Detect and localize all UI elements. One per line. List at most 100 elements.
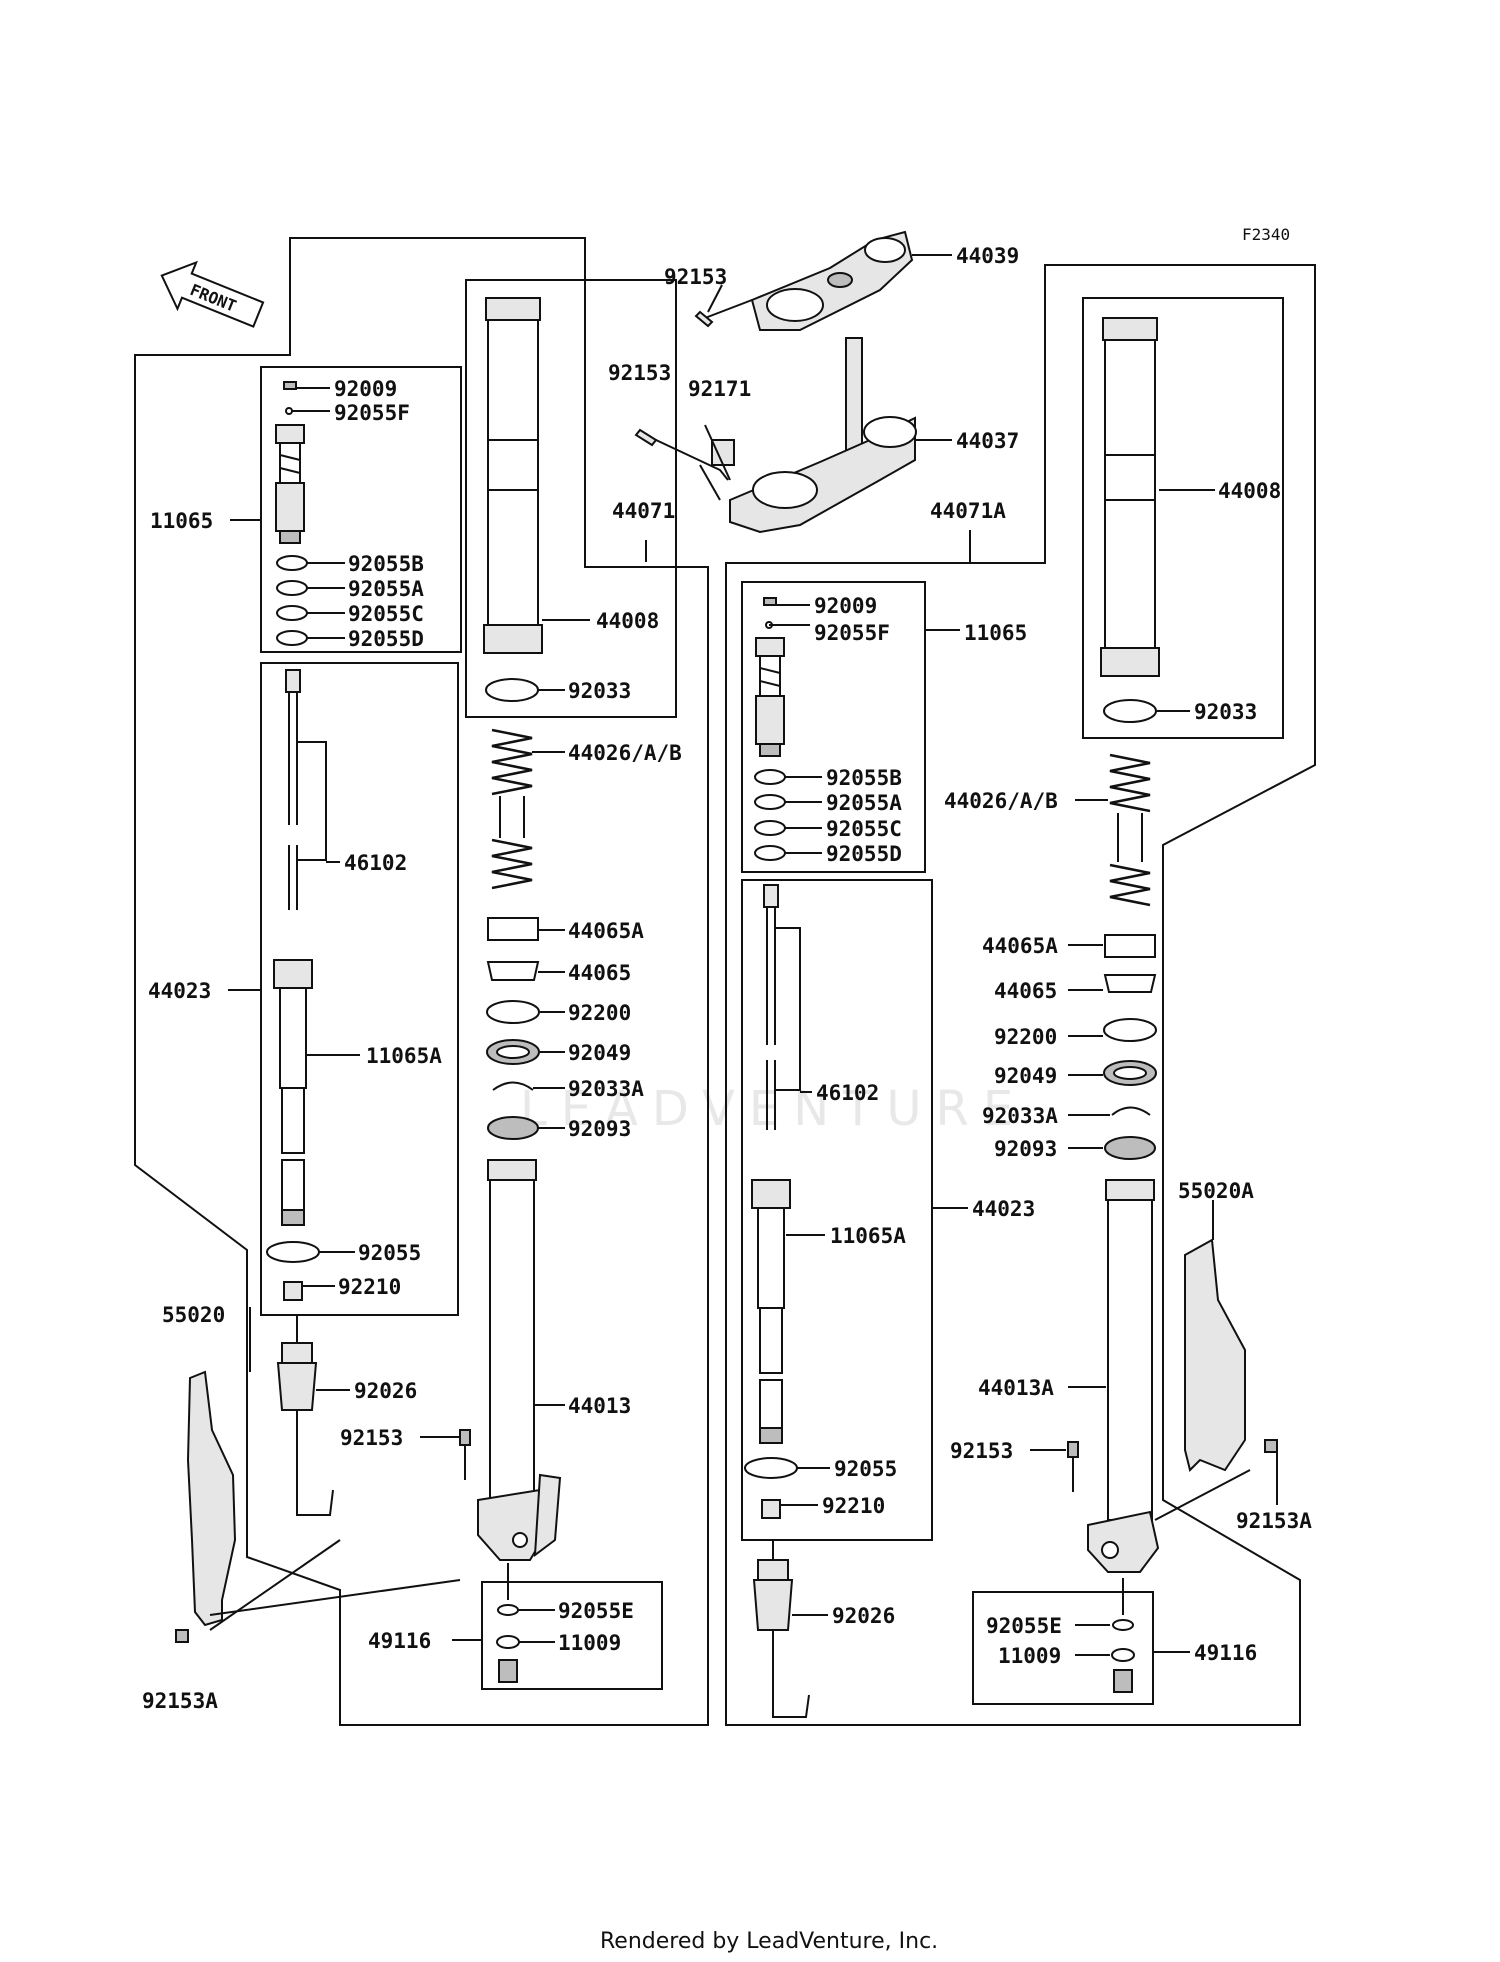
label-left-46102: 46102 [344, 851, 407, 875]
label-left-92055B: 92055B [348, 552, 424, 576]
right-seals [1103, 934, 1157, 1160]
left-cartridge [275, 381, 308, 646]
label-92153-mid: 92153 [608, 361, 671, 385]
label-right-46102: 46102 [816, 1081, 879, 1105]
label-left-92055E: 92055E [558, 1599, 634, 1623]
label-right-92055D: 92055D [826, 842, 902, 866]
left-base-valve-box [481, 1581, 663, 1690]
diagram-code: F2340 [1242, 225, 1290, 244]
label-right-44013A: 44013A [978, 1376, 1054, 1400]
label-left-11009: 11009 [558, 1631, 621, 1655]
label-right-92055F: 92055F [814, 621, 890, 645]
label-right-92026: 92026 [832, 1604, 895, 1628]
label-left-92093: 92093 [568, 1117, 631, 1141]
label-right-92200: 92200 [994, 1025, 1057, 1049]
label-left-44026: 44026/A/B [568, 741, 682, 765]
right-guard [1154, 1238, 1278, 1521]
right-fork-outline [725, 264, 1316, 1726]
label-left-92049: 92049 [568, 1041, 631, 1065]
left-outer-tube [483, 297, 543, 654]
label-left-92009: 92009 [334, 377, 397, 401]
label-left-44023: 44023 [148, 979, 211, 1003]
right-outer-tube-box [1082, 297, 1284, 739]
label-left-44065A: 44065A [568, 919, 644, 943]
label-left-11065: 11065 [150, 509, 213, 533]
label-left-92210: 92210 [338, 1275, 401, 1299]
right-inner-rod-box [741, 879, 933, 1541]
label-left-44008: 44008 [596, 609, 659, 633]
label-right-92055A: 92055A [826, 791, 902, 815]
label-92171: 92171 [688, 377, 751, 401]
label-44039: 44039 [956, 244, 1019, 268]
right-base-valve [752, 1540, 810, 1718]
label-left-92055C: 92055C [348, 602, 424, 626]
label-right-92055E: 92055E [986, 1614, 1062, 1638]
left-orings-92033 [485, 678, 539, 702]
label-left-92055A: 92055A [348, 577, 424, 601]
label-left-55020: 55020 [162, 1303, 225, 1327]
right-cartridge-box [741, 581, 926, 873]
label-right-44008: 44008 [1218, 479, 1281, 503]
label-right-92210: 92210 [822, 1494, 885, 1518]
label-right-92033A: 92033A [982, 1104, 1058, 1128]
label-left-92055F: 92055F [334, 401, 410, 425]
label-right-92153A: 92153A [1236, 1509, 1312, 1533]
label-right-92055C: 92055C [826, 817, 902, 841]
left-spring [491, 728, 533, 890]
label-left-92026: 92026 [354, 1379, 417, 1403]
label-right-55020A: 55020A [1178, 1179, 1254, 1203]
label-left-92033: 92033 [568, 679, 631, 703]
label-left-49116: 49116 [368, 1629, 431, 1653]
label-right-92093: 92093 [994, 1137, 1057, 1161]
label-left-92153A: 92153A [142, 1689, 218, 1713]
label-right-11009: 11009 [998, 1644, 1061, 1668]
right-cartridge [754, 597, 786, 861]
upper-triple-clamp [694, 230, 914, 331]
label-right-92055B: 92055B [826, 766, 902, 790]
label-right-44065A: 44065A [982, 934, 1058, 958]
label-44071A: 44071A [930, 499, 1006, 523]
label-left-92033A: 92033A [568, 1077, 644, 1101]
label-right-11065A: 11065A [830, 1224, 906, 1248]
left-base-valve [276, 1315, 334, 1516]
leader-lines [228, 254, 1278, 1656]
right-axle-bolt [1067, 1441, 1079, 1492]
label-left-44065: 44065 [568, 961, 631, 985]
label-right-11065: 11065 [964, 621, 1027, 645]
label-right-49116: 49116 [1194, 1641, 1257, 1665]
label-left-92055D: 92055D [348, 627, 424, 651]
right-base-valve-box [972, 1591, 1154, 1705]
label-44037: 44037 [956, 429, 1019, 453]
label-right-44026: 44026/A/B [944, 789, 1058, 813]
label-right-92033: 92033 [1194, 700, 1257, 724]
label-right-92153: 92153 [950, 1439, 1013, 1463]
label-left-44013: 44013 [568, 1394, 631, 1418]
label-right-92055: 92055 [834, 1457, 897, 1481]
left-outer-tube-box [465, 279, 677, 718]
label-right-92049: 92049 [994, 1064, 1057, 1088]
left-base-valve-parts [496, 1563, 520, 1683]
label-right-44023: 44023 [972, 1197, 1035, 1221]
footer-credit: Rendered by LeadVenture, Inc. [600, 1929, 938, 1954]
lower-triple-clamp [634, 337, 917, 534]
label-right-44065: 44065 [994, 979, 1057, 1003]
label-92153-top: 92153 [664, 265, 727, 289]
left-inner-rod [266, 669, 320, 1301]
label-left-92153: 92153 [340, 1426, 403, 1450]
left-guard [175, 1307, 461, 1643]
left-cartridge-box [260, 366, 462, 653]
label-right-92009: 92009 [814, 594, 877, 618]
left-fork-outline [134, 237, 709, 1726]
left-inner-tube [477, 1159, 562, 1561]
label-44071: 44071 [612, 499, 675, 523]
right-inner-rod [744, 884, 798, 1519]
right-outer-tube [1100, 317, 1160, 723]
right-spring [1109, 753, 1151, 907]
left-axle-bolt [459, 1429, 471, 1480]
label-left-92200: 92200 [568, 1001, 631, 1025]
label-left-11065A: 11065A [366, 1044, 442, 1068]
left-seals [486, 917, 540, 1140]
label-left-92055: 92055 [358, 1241, 421, 1265]
front-arrow-icon: FRONT [160, 260, 265, 328]
